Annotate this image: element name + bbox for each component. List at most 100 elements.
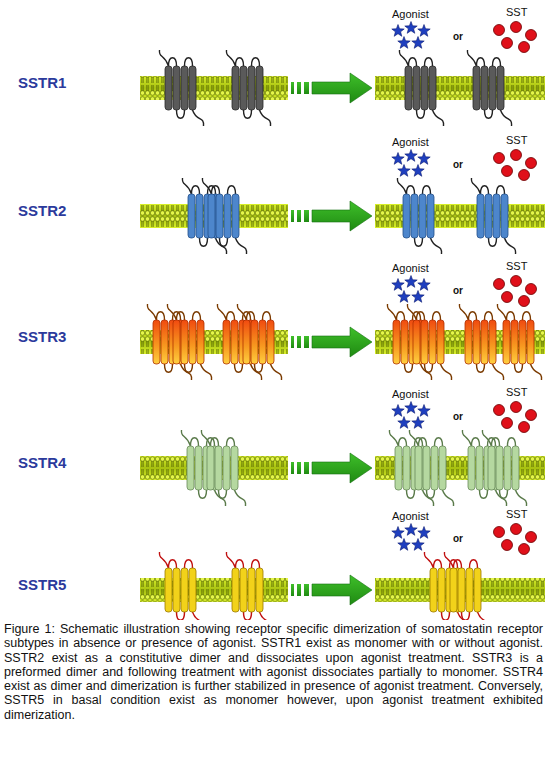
receptor-loop: [200, 238, 208, 246]
agonist-star: [418, 405, 430, 417]
receptor-loop: [407, 186, 415, 194]
transmembrane-helix: [181, 568, 188, 612]
transmembrane-helix: [504, 446, 511, 490]
receptor-name: SSTR3: [18, 328, 66, 345]
transmembrane-helix: [231, 320, 238, 364]
transmembrane-helix: [231, 446, 238, 490]
receptor-loop: [425, 58, 433, 66]
c-terminus: [236, 238, 247, 254]
receptor-7tm: [226, 50, 270, 126]
receptor-7tm: [462, 430, 506, 506]
agonist-star: [398, 417, 410, 429]
receptor-loop: [434, 560, 442, 568]
transmembrane-helix: [259, 320, 266, 364]
transmembrane-helix: [395, 446, 402, 490]
n-terminus: [459, 304, 468, 320]
green-arrow: [312, 73, 372, 103]
transmembrane-helix: [165, 66, 172, 110]
illustration: [0, 0, 547, 620]
sst-ligand: [494, 153, 505, 164]
n-terminus: [147, 304, 156, 320]
arrow-dash: [291, 210, 294, 222]
transmembrane-helix: [485, 194, 492, 238]
receptor-loop: [423, 186, 431, 194]
sst-ligand: [494, 527, 505, 538]
sst-ligand: [502, 540, 513, 551]
transmembrane-helix: [473, 320, 480, 364]
receptor-loop: [185, 560, 193, 568]
receptor-7tm: [424, 552, 468, 620]
sst-ligand: [519, 422, 530, 433]
agonist-star: [412, 37, 424, 49]
receptor-loop: [405, 364, 413, 372]
transmembrane-helix: [248, 568, 255, 612]
transmembrane-helix: [232, 568, 239, 612]
transmembrane-helix: [232, 194, 239, 238]
n-terminus: [471, 178, 480, 194]
n-terminus: [444, 552, 453, 568]
transmembrane-helix: [411, 194, 418, 238]
transmembrane-helix: [173, 568, 180, 612]
transmembrane-helix: [248, 66, 255, 110]
receptor-loop: [165, 364, 173, 372]
transmembrane-helix: [519, 320, 526, 364]
sst-ligand: [502, 166, 513, 177]
receptor-loop: [185, 58, 193, 66]
receptor-loop: [193, 312, 201, 320]
transmembrane-helix: [415, 446, 422, 490]
transmembrane-helix: [423, 446, 430, 490]
sst-ligand: [511, 22, 522, 33]
receptor-loop: [191, 438, 199, 446]
c-terminus: [505, 238, 516, 254]
c-terminus: [251, 364, 262, 380]
green-arrow: [312, 453, 372, 483]
arrow-dash: [291, 82, 294, 94]
n-terminus: [387, 304, 396, 320]
agonist-star: [405, 524, 417, 536]
transmembrane-helix: [438, 568, 445, 612]
c-terminus: [193, 612, 204, 620]
n-terminus: [389, 430, 398, 446]
n-terminus: [159, 552, 168, 568]
c-terminus: [271, 364, 282, 380]
sst-ligand: [519, 42, 530, 53]
receptor-loop: [397, 312, 405, 320]
transmembrane-helix: [477, 194, 484, 238]
transmembrane-helix: [439, 446, 446, 490]
transmembrane-helix: [173, 66, 180, 110]
receptor-7tm: [147, 304, 191, 380]
receptor-7tm: [159, 50, 203, 126]
n-terminus: [167, 304, 176, 320]
agonist-star: [405, 402, 417, 414]
membrane: [140, 578, 288, 602]
agonist-star: [412, 417, 424, 429]
n-terminus: [497, 304, 506, 320]
receptor-loop: [219, 490, 227, 498]
arrow-dash: [304, 584, 309, 596]
n-terminus: [482, 430, 491, 446]
transmembrane-helix: [181, 320, 188, 364]
c-terminus: [441, 364, 452, 380]
membrane: [140, 76, 288, 100]
receptor-7tm: [482, 430, 526, 506]
arrow-dash: [297, 336, 301, 348]
receptor-loop: [507, 312, 515, 320]
or-label: or: [453, 533, 463, 544]
receptor-loop: [454, 560, 462, 568]
transmembrane-helix: [466, 568, 473, 612]
n-terminus: [181, 430, 190, 446]
receptor-7tm: [201, 430, 245, 506]
receptor-loop: [508, 438, 516, 446]
receptor-7tm: [167, 304, 211, 380]
receptor-7tm: [237, 304, 281, 380]
agonist-star: [398, 291, 410, 303]
arrow-dash: [297, 82, 301, 94]
sst-label: SST: [506, 134, 527, 146]
transmembrane-helix: [421, 320, 428, 364]
transmembrane-helix: [476, 446, 483, 490]
c-terminus: [215, 490, 226, 506]
arrow-dash: [291, 336, 294, 348]
n-terminus: [397, 178, 406, 194]
c-terminus: [433, 110, 444, 126]
